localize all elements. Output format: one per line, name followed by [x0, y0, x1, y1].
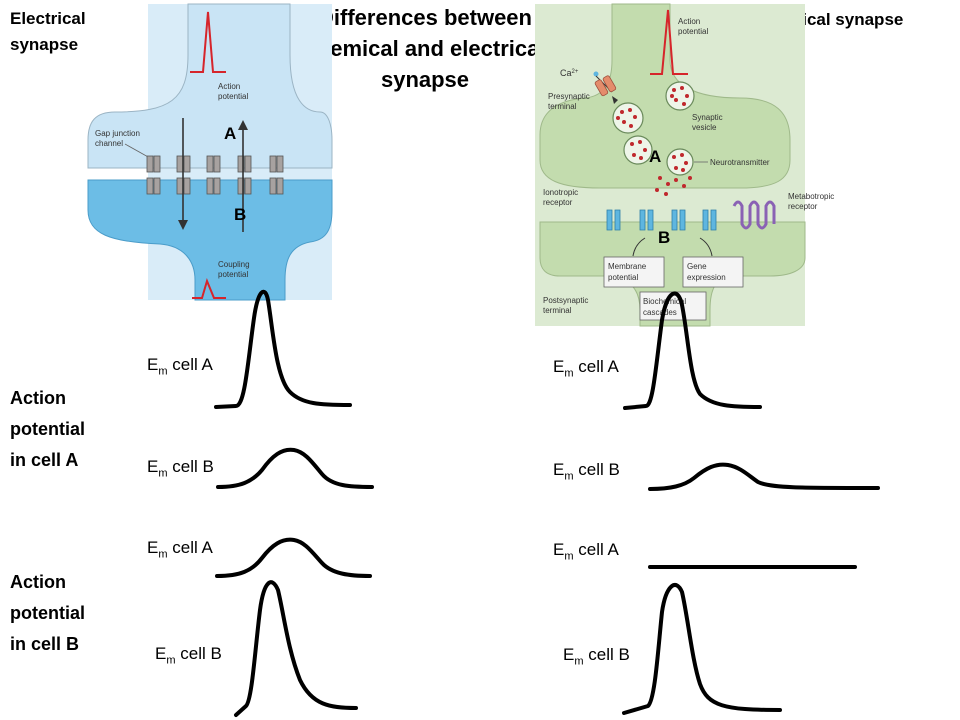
biochemical-label-1: Biochemical [643, 297, 686, 306]
chemical-ap-label-1: Action [678, 17, 700, 26]
trace-chemical-a-cell-b [648, 462, 880, 491]
electrical-ap-label-2: potential [218, 92, 248, 101]
ionotropic-label-2: receptor [543, 198, 573, 207]
gap-junction-pointer [124, 143, 151, 159]
presynaptic-terminal-chemical [539, 3, 791, 189]
arrow-up-head-icon [238, 120, 248, 130]
membrane-arrow-icon [632, 237, 646, 257]
presynaptic-label-2: terminal [548, 102, 577, 111]
calcium-arrow-icon [612, 96, 618, 104]
calcium-channel-left [594, 79, 609, 97]
ionotropic-label-1: Ionotropic [543, 188, 578, 197]
biochemical-cascades-box [639, 291, 707, 321]
page-title: Differences between chemical and electri… [304, 5, 546, 92]
postsynaptic-terminal-chemical [539, 221, 806, 327]
postsynaptic-label-2: terminal [543, 306, 572, 315]
trace-chemical-a-cell-a [623, 291, 762, 410]
calcium-label: Ca2+ [560, 68, 579, 78]
electrical-heading-line2: synapse [10, 35, 79, 54]
trace-electrical-a-cell-b [216, 447, 374, 489]
neurotransmitter-dots [616, 86, 692, 196]
gene-arrow-icon [699, 237, 713, 257]
electrical-synapse-heading: Electrical synapse [10, 6, 86, 58]
membrane-label-2: potential [608, 273, 638, 282]
coupling-label-1: Coupling [218, 260, 250, 269]
calcium-ion-icon [593, 71, 599, 77]
row-a-line1: Action [10, 388, 66, 408]
membrane-label-1: Membrane [608, 262, 647, 271]
gap-junction-channels [146, 155, 284, 195]
metabotropic-receptor-icon [732, 200, 776, 230]
chemical-ap-spike-icon [650, 9, 688, 75]
presynaptic-cell-electrical [87, 3, 333, 169]
trace-electrical-a-cell-a [214, 289, 352, 409]
label-chemical-b-em-cell-b: Em cell B [563, 645, 630, 668]
membrane-potential-box [603, 256, 665, 288]
electrical-marker-a: A [224, 124, 236, 143]
label-electrical-a-em-cell-b: Em cell B [147, 457, 214, 480]
label-electrical-a-em-cell-a: Em cell A [147, 355, 213, 378]
gene-expression-box [682, 256, 744, 288]
row-a-line2: potential [10, 419, 85, 439]
coupling-label-2: potential [218, 270, 248, 279]
action-potential-spike-icon [190, 11, 226, 73]
electrical-heading-line1: Electrical [10, 9, 86, 28]
postsynaptic-cell-electrical [87, 179, 333, 301]
electrical-marker-b: B [234, 205, 246, 224]
row-b-line1: Action [10, 572, 66, 592]
label-chemical-b-em-cell-a: Em cell A [553, 540, 619, 563]
metabotropic-label-2: receptor [788, 202, 818, 211]
label-electrical-b-em-cell-b: Em cell B [155, 644, 222, 667]
arrow-down-head-icon [178, 220, 188, 230]
row-b-line3: in cell B [10, 634, 80, 654]
neurotransmitter-label: Neurotransmitter [710, 158, 770, 167]
metabotropic-label-1: Metabotropic [788, 192, 834, 201]
biochemical-label-2: cascades [643, 308, 677, 317]
trace-electrical-b-cell-b [234, 580, 358, 717]
chemical-marker-a: A [649, 147, 661, 166]
calcium-channel-right [602, 75, 617, 93]
label-chemical-a-em-cell-a: Em cell A [553, 357, 619, 380]
row-label-ap-cell-b: Action potential in cell B [10, 567, 85, 660]
trace-electrical-b-cell-a [215, 537, 372, 578]
label-chemical-a-em-cell-b: Em cell B [553, 460, 620, 483]
trace-chemical-b-cell-b [622, 583, 782, 715]
vesicle-label-1: Synaptic [692, 113, 723, 122]
gene-label-1: Gene [687, 262, 707, 271]
ionotropic-receptors [606, 209, 717, 231]
row-a-line3: in cell A [10, 450, 79, 470]
vesicle-label-2: vesicle [692, 123, 717, 132]
row-label-ap-cell-a: Action potential in cell A [10, 383, 85, 476]
postsynaptic-label-1: Postsynaptic [543, 296, 588, 305]
gene-label-2: expression [687, 273, 726, 282]
electrical-ap-label-1: Action [218, 82, 240, 91]
chemical-marker-b: B [658, 228, 670, 247]
chemical-ap-label-2: potential [678, 27, 708, 36]
presynaptic-label-1: Presynaptic [548, 92, 590, 101]
row-b-line2: potential [10, 603, 85, 623]
gap-junction-label-2: channel [95, 139, 123, 148]
gap-junction-label-1: Gap junction [95, 129, 140, 138]
label-electrical-b-em-cell-a: Em cell A [147, 538, 213, 561]
coupling-potential-icon [192, 277, 226, 299]
